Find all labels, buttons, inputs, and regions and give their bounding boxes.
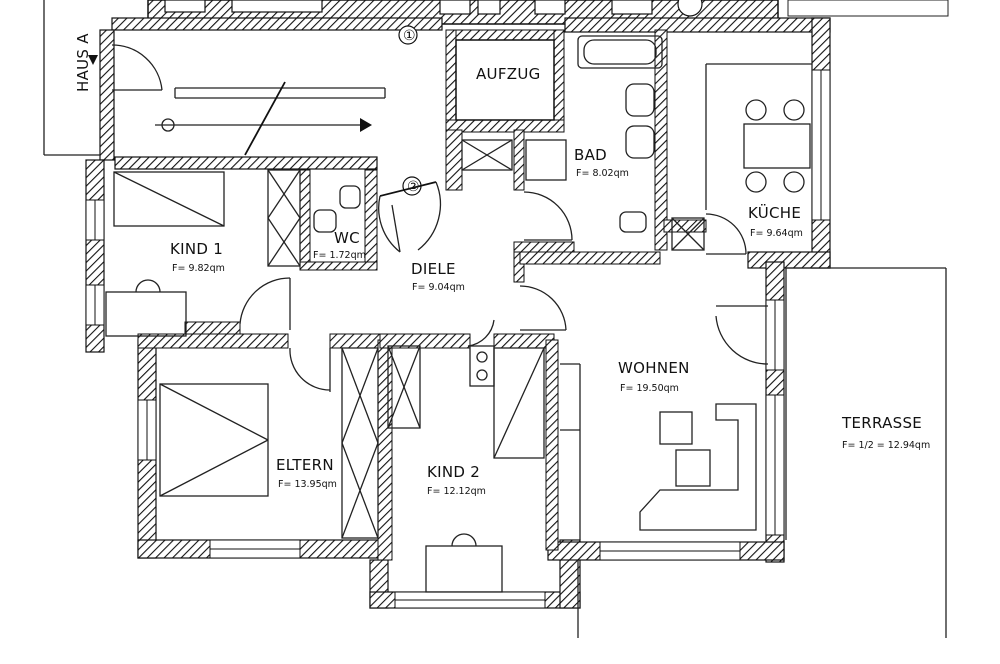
room-labels: KIND 1 F= 9.82qm WC F= 1.72qm DIELE F= 9… [170, 146, 930, 497]
eltern-furniture [159, 347, 379, 539]
interior-walls [137, 29, 707, 561]
markers: ① ② [398, 25, 422, 196]
room-area-wohnen: F= 19.50qm [620, 383, 679, 394]
room-area-kind2: F= 12.12qm [427, 486, 486, 497]
room-name-kueche: KÜCHE [748, 203, 801, 222]
room-name-wohnen: WOHNEN [618, 359, 690, 377]
room-name-kind1: KIND 1 [170, 240, 223, 258]
room-area-terrasse: F= 1/2 = 12.94qm [842, 440, 930, 451]
kind2-furniture [387, 345, 545, 593]
room-name-terrasse: TERRASSE [841, 414, 922, 432]
marker-1: ① [403, 28, 416, 44]
entrance-arrow-icon [88, 55, 98, 65]
kind1-furniture [105, 171, 225, 337]
room-area-diele: F= 9.04qm [412, 282, 465, 293]
building-label: HAUS A [43, 0, 100, 156]
elevator-label: AUFZUG [476, 65, 541, 83]
room-area-kueche: F= 9.64qm [750, 228, 803, 239]
building-label-text: HAUS A [74, 33, 92, 92]
room-name-wc: WC [334, 229, 360, 247]
room-area-kind1: F= 9.82qm [172, 263, 225, 274]
bad-fixtures [313, 35, 663, 233]
kitchen-furniture [705, 63, 812, 210]
room-area-bad: F= 8.02qm [576, 168, 629, 179]
windows [85, 69, 831, 609]
wohnen-furniture [560, 363, 757, 540]
room-name-kind2: KIND 2 [427, 463, 480, 481]
doors [239, 181, 769, 392]
room-name-diele: DIELE [411, 260, 456, 278]
elevator: AUFZUG [455, 39, 555, 121]
room-area-eltern: F= 13.95qm [278, 479, 337, 490]
room-area-wc: F= 1.72qm [313, 250, 366, 261]
room-name-bad: BAD [574, 146, 607, 164]
room-name-eltern: ELTERN [276, 456, 334, 474]
shafts [267, 139, 705, 267]
stairwell [111, 44, 386, 156]
terrace [577, 267, 947, 638]
